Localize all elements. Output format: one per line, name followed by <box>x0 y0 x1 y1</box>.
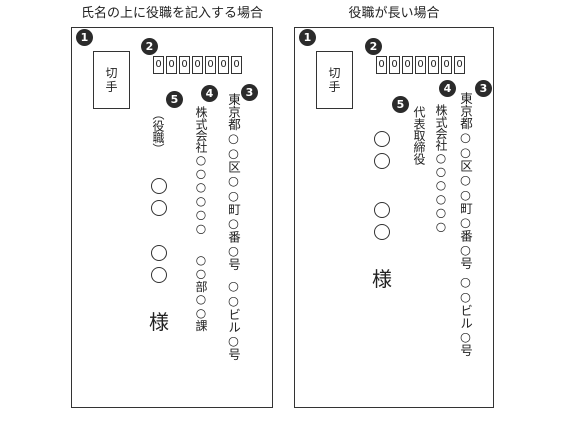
zip-digit: 0 <box>205 56 216 74</box>
zip-digit: 0 <box>402 56 413 74</box>
zip-digit: 0 <box>454 56 465 74</box>
zip-digit: 0 <box>218 56 229 74</box>
badge-company: 4 <box>439 80 456 97</box>
zip-digit: 0 <box>153 56 164 74</box>
badge-zip: 2 <box>141 38 158 55</box>
right-envelope: 1 切 手 2 0 0 0 0 0 0 0 3 東京都○○区○○町○番○号 ○○… <box>294 27 494 408</box>
company-name: 株式会社○○○○○○ <box>194 106 208 236</box>
name-placeholder <box>151 267 167 283</box>
badge-stamp: 1 <box>299 29 316 46</box>
left-envelope: 1 切 手 2 0 0 0 0 0 0 0 3 東京都○○区○○町○番○号 ○○… <box>71 27 273 408</box>
name-placeholder <box>374 224 390 240</box>
name-placeholder <box>151 245 167 261</box>
job-title: （役職） <box>151 108 165 155</box>
left-caption: 氏名の上に役職を記入する場合 <box>80 6 263 21</box>
zip-digit: 0 <box>441 56 452 74</box>
department-name: ○○部○○課 <box>194 253 208 332</box>
badge-name: 5 <box>392 96 409 113</box>
right-caption: 役職が長い場合 <box>348 6 440 21</box>
zip-digit: 0 <box>389 56 400 74</box>
zip-digit: 0 <box>192 56 203 74</box>
stamp-box: 切 手 <box>316 51 353 109</box>
zip-digit: 0 <box>231 56 242 74</box>
zip-digit: 0 <box>376 56 387 74</box>
company-name: 株式会社○○○○○○ <box>434 104 448 234</box>
name-placeholder <box>374 131 390 147</box>
badge-address: 3 <box>475 80 492 97</box>
stamp-char-2: 手 <box>105 80 118 94</box>
stamp-char-1: 切 <box>328 66 341 80</box>
address-line-2: ○○ビル○号 <box>458 274 473 357</box>
zip-digit: 0 <box>415 56 426 74</box>
name-placeholder <box>374 202 390 218</box>
address-line-2: ○○ビル○号 <box>226 278 241 361</box>
address-line-1: 東京都○○区○○町○番○号 <box>458 92 473 270</box>
name-placeholder <box>374 153 390 169</box>
stamp-box: 切 手 <box>93 51 130 109</box>
honorific: 様 <box>149 310 169 334</box>
address-line-1: 東京都○○区○○町○番○号 <box>226 93 241 271</box>
zip-digit: 0 <box>179 56 190 74</box>
name-placeholder <box>151 200 167 216</box>
honorific: 様 <box>372 267 392 291</box>
badge-address: 3 <box>241 84 258 101</box>
badge-zip: 2 <box>365 38 382 55</box>
stamp-char-1: 切 <box>105 66 118 80</box>
zip-digit: 0 <box>166 56 177 74</box>
zip-code-boxes: 0 0 0 0 0 0 0 <box>153 56 242 74</box>
stamp-char-2: 手 <box>328 80 341 94</box>
job-title: 代表取締役 <box>412 106 426 165</box>
badge-name: 5 <box>166 91 183 108</box>
name-placeholder <box>151 178 167 194</box>
badge-company: 4 <box>201 85 218 102</box>
badge-stamp: 1 <box>76 29 93 46</box>
zip-digit: 0 <box>428 56 439 74</box>
zip-code-boxes: 0 0 0 0 0 0 0 <box>376 56 465 74</box>
